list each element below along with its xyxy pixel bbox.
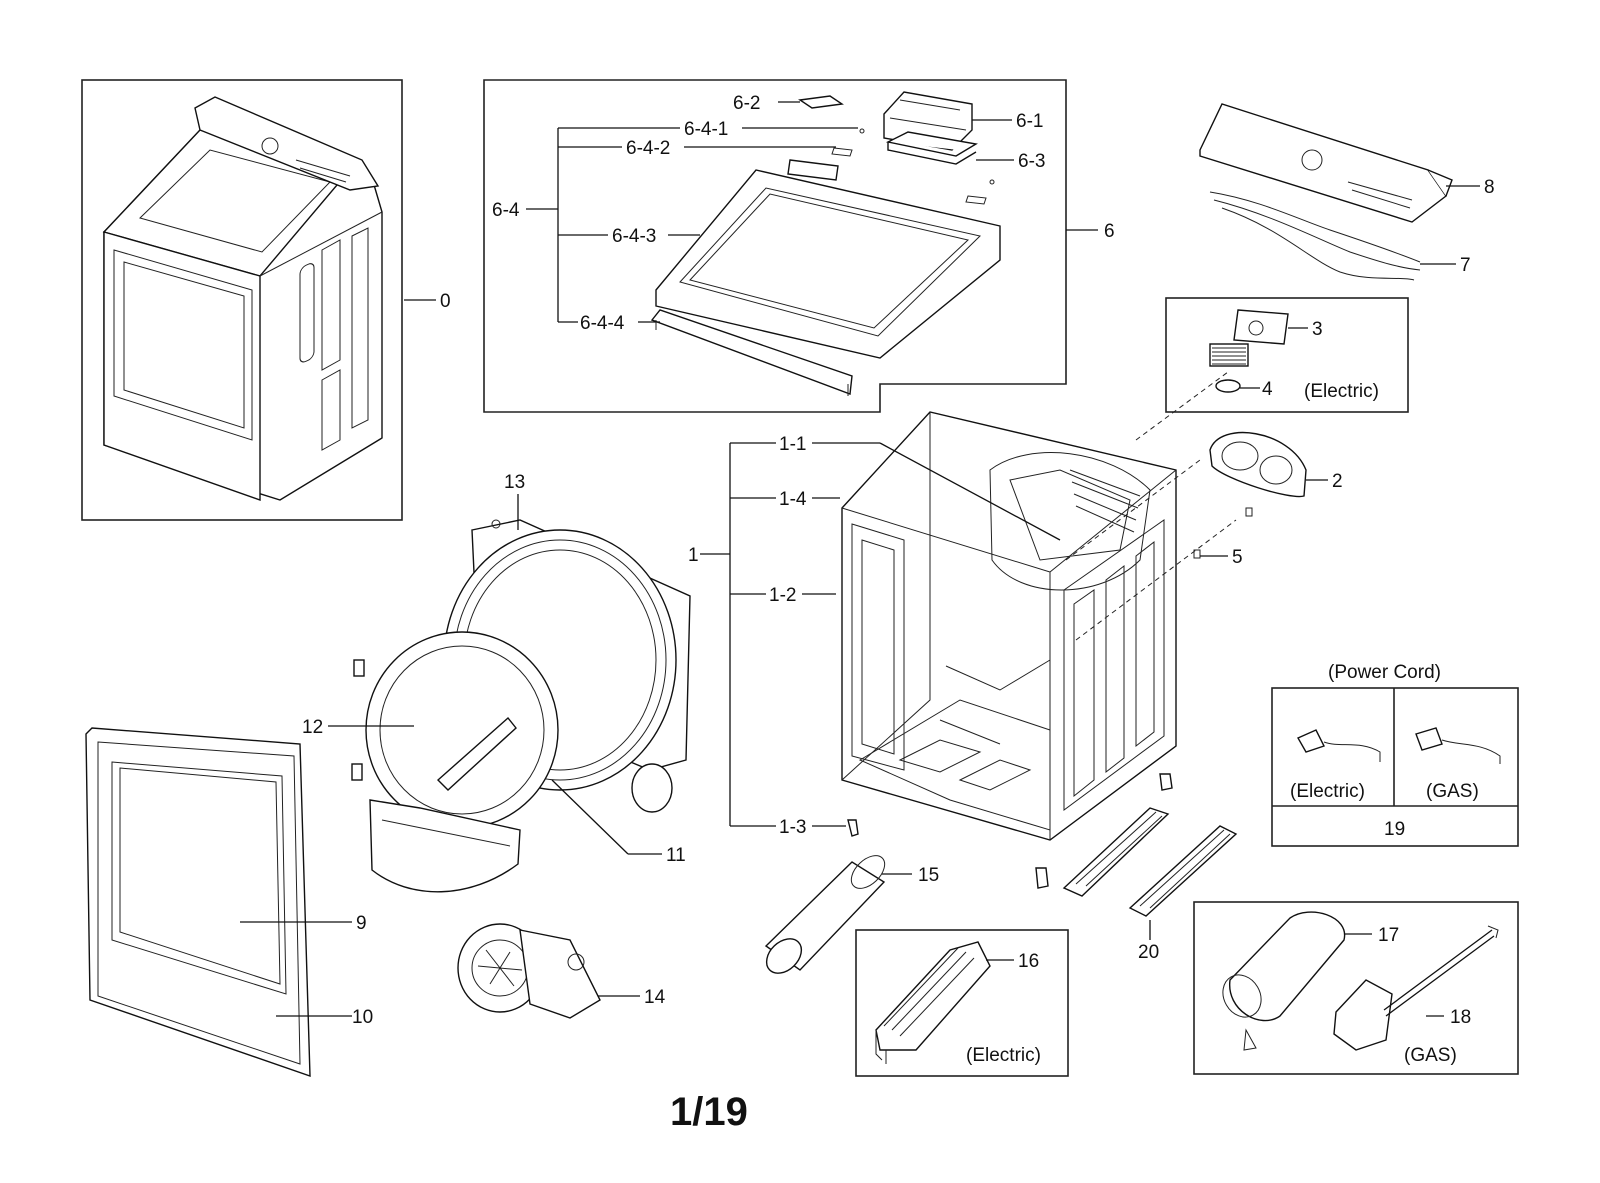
callout-19: 19 <box>1384 819 1405 840</box>
callout-3: 3 <box>1312 319 1323 340</box>
callout-13: 13 <box>504 472 525 493</box>
callout-1-4: 1-4 <box>779 489 807 510</box>
callout-11: 11 <box>666 845 686 866</box>
callout-2: 2 <box>1332 471 1343 492</box>
door-10 <box>85 727 311 1077</box>
note-electric-cord: (Electric) <box>1290 781 1365 802</box>
callout-1: 1 <box>688 545 699 566</box>
leg-1-3 <box>847 819 859 837</box>
gas-cord-illustration <box>1415 727 1501 764</box>
callout-6-4-2: 6-4-2 <box>626 138 670 159</box>
callout-6-4-4: 6-4-4 <box>580 313 625 334</box>
callout-1-2: 1-2 <box>769 585 796 606</box>
dryer-complete-illustration <box>102 96 383 501</box>
duct-cover-2 <box>1209 431 1307 498</box>
leveling-rails-20 <box>1062 807 1238 917</box>
callout-0: 0 <box>440 291 451 312</box>
callout-14: 14 <box>644 987 666 1008</box>
power-cord-box <box>1271 687 1519 847</box>
callout-15: 15 <box>918 865 939 886</box>
callout-6-4: 6-4 <box>492 200 520 221</box>
burner-17 <box>1222 911 1346 1051</box>
callout-16: 16 <box>1018 951 1039 972</box>
callout-6: 6 <box>1104 221 1115 242</box>
note-electric-heater: (Electric) <box>966 1045 1041 1066</box>
wire-harness-7 <box>1209 191 1421 281</box>
callout-6-4-3: 6-4-3 <box>612 226 656 247</box>
callout-6-2: 6-2 <box>733 93 760 114</box>
callout-1-1: 1-1 <box>779 434 806 455</box>
callout-8: 8 <box>1484 177 1495 198</box>
callout-7: 7 <box>1460 255 1471 276</box>
note-gas-burner: (GAS) <box>1404 1045 1457 1066</box>
electric-filter-box <box>1165 297 1409 413</box>
cover-6-3 <box>885 131 978 165</box>
page-number: 1/19 <box>670 1090 748 1134</box>
callout-9: 9 <box>356 913 367 934</box>
mesh-filter <box>1209 343 1249 367</box>
front-frame-11 <box>351 631 673 893</box>
callout-5: 5 <box>1232 547 1243 568</box>
callout-6-4-1: 6-4-1 <box>684 119 728 140</box>
top-cover-illustration <box>650 128 1001 396</box>
callout-4: 4 <box>1262 379 1273 400</box>
callout-10: 10 <box>352 1007 373 1028</box>
gas-burner-box <box>1193 901 1519 1075</box>
exhaust-duct-15 <box>764 855 886 974</box>
note-electric-filter: (Electric) <box>1304 381 1379 402</box>
callout-1-3: 1-3 <box>779 817 806 838</box>
power-cord-title: (Power Cord) <box>1328 662 1441 683</box>
leg-right <box>1159 773 1173 791</box>
control-panel-8 <box>1199 103 1453 223</box>
gas-valve-18 <box>1333 925 1499 1051</box>
housing-3 <box>1233 309 1289 345</box>
gasket-4 <box>1215 379 1241 393</box>
leg-rear <box>1035 867 1049 889</box>
heater-16 <box>875 941 991 1064</box>
assembly-box <box>81 79 403 521</box>
callout-12: 12 <box>302 717 323 738</box>
heater-box <box>855 929 1069 1077</box>
callout-6-1: 6-1 <box>1016 111 1043 132</box>
cabinet-1 <box>841 411 1177 841</box>
note-gas-cord: (GAS) <box>1426 781 1479 802</box>
callout-17: 17 <box>1378 925 1399 946</box>
bracket-6-2 <box>798 95 844 109</box>
callout-20: 20 <box>1138 942 1159 963</box>
blower-14 <box>457 923 601 1019</box>
top-cover-group-box <box>483 79 1067 413</box>
electric-cord-illustration <box>1297 729 1381 762</box>
callout-6-3: 6-3 <box>1018 151 1045 172</box>
callout-18: 18 <box>1450 1007 1471 1028</box>
